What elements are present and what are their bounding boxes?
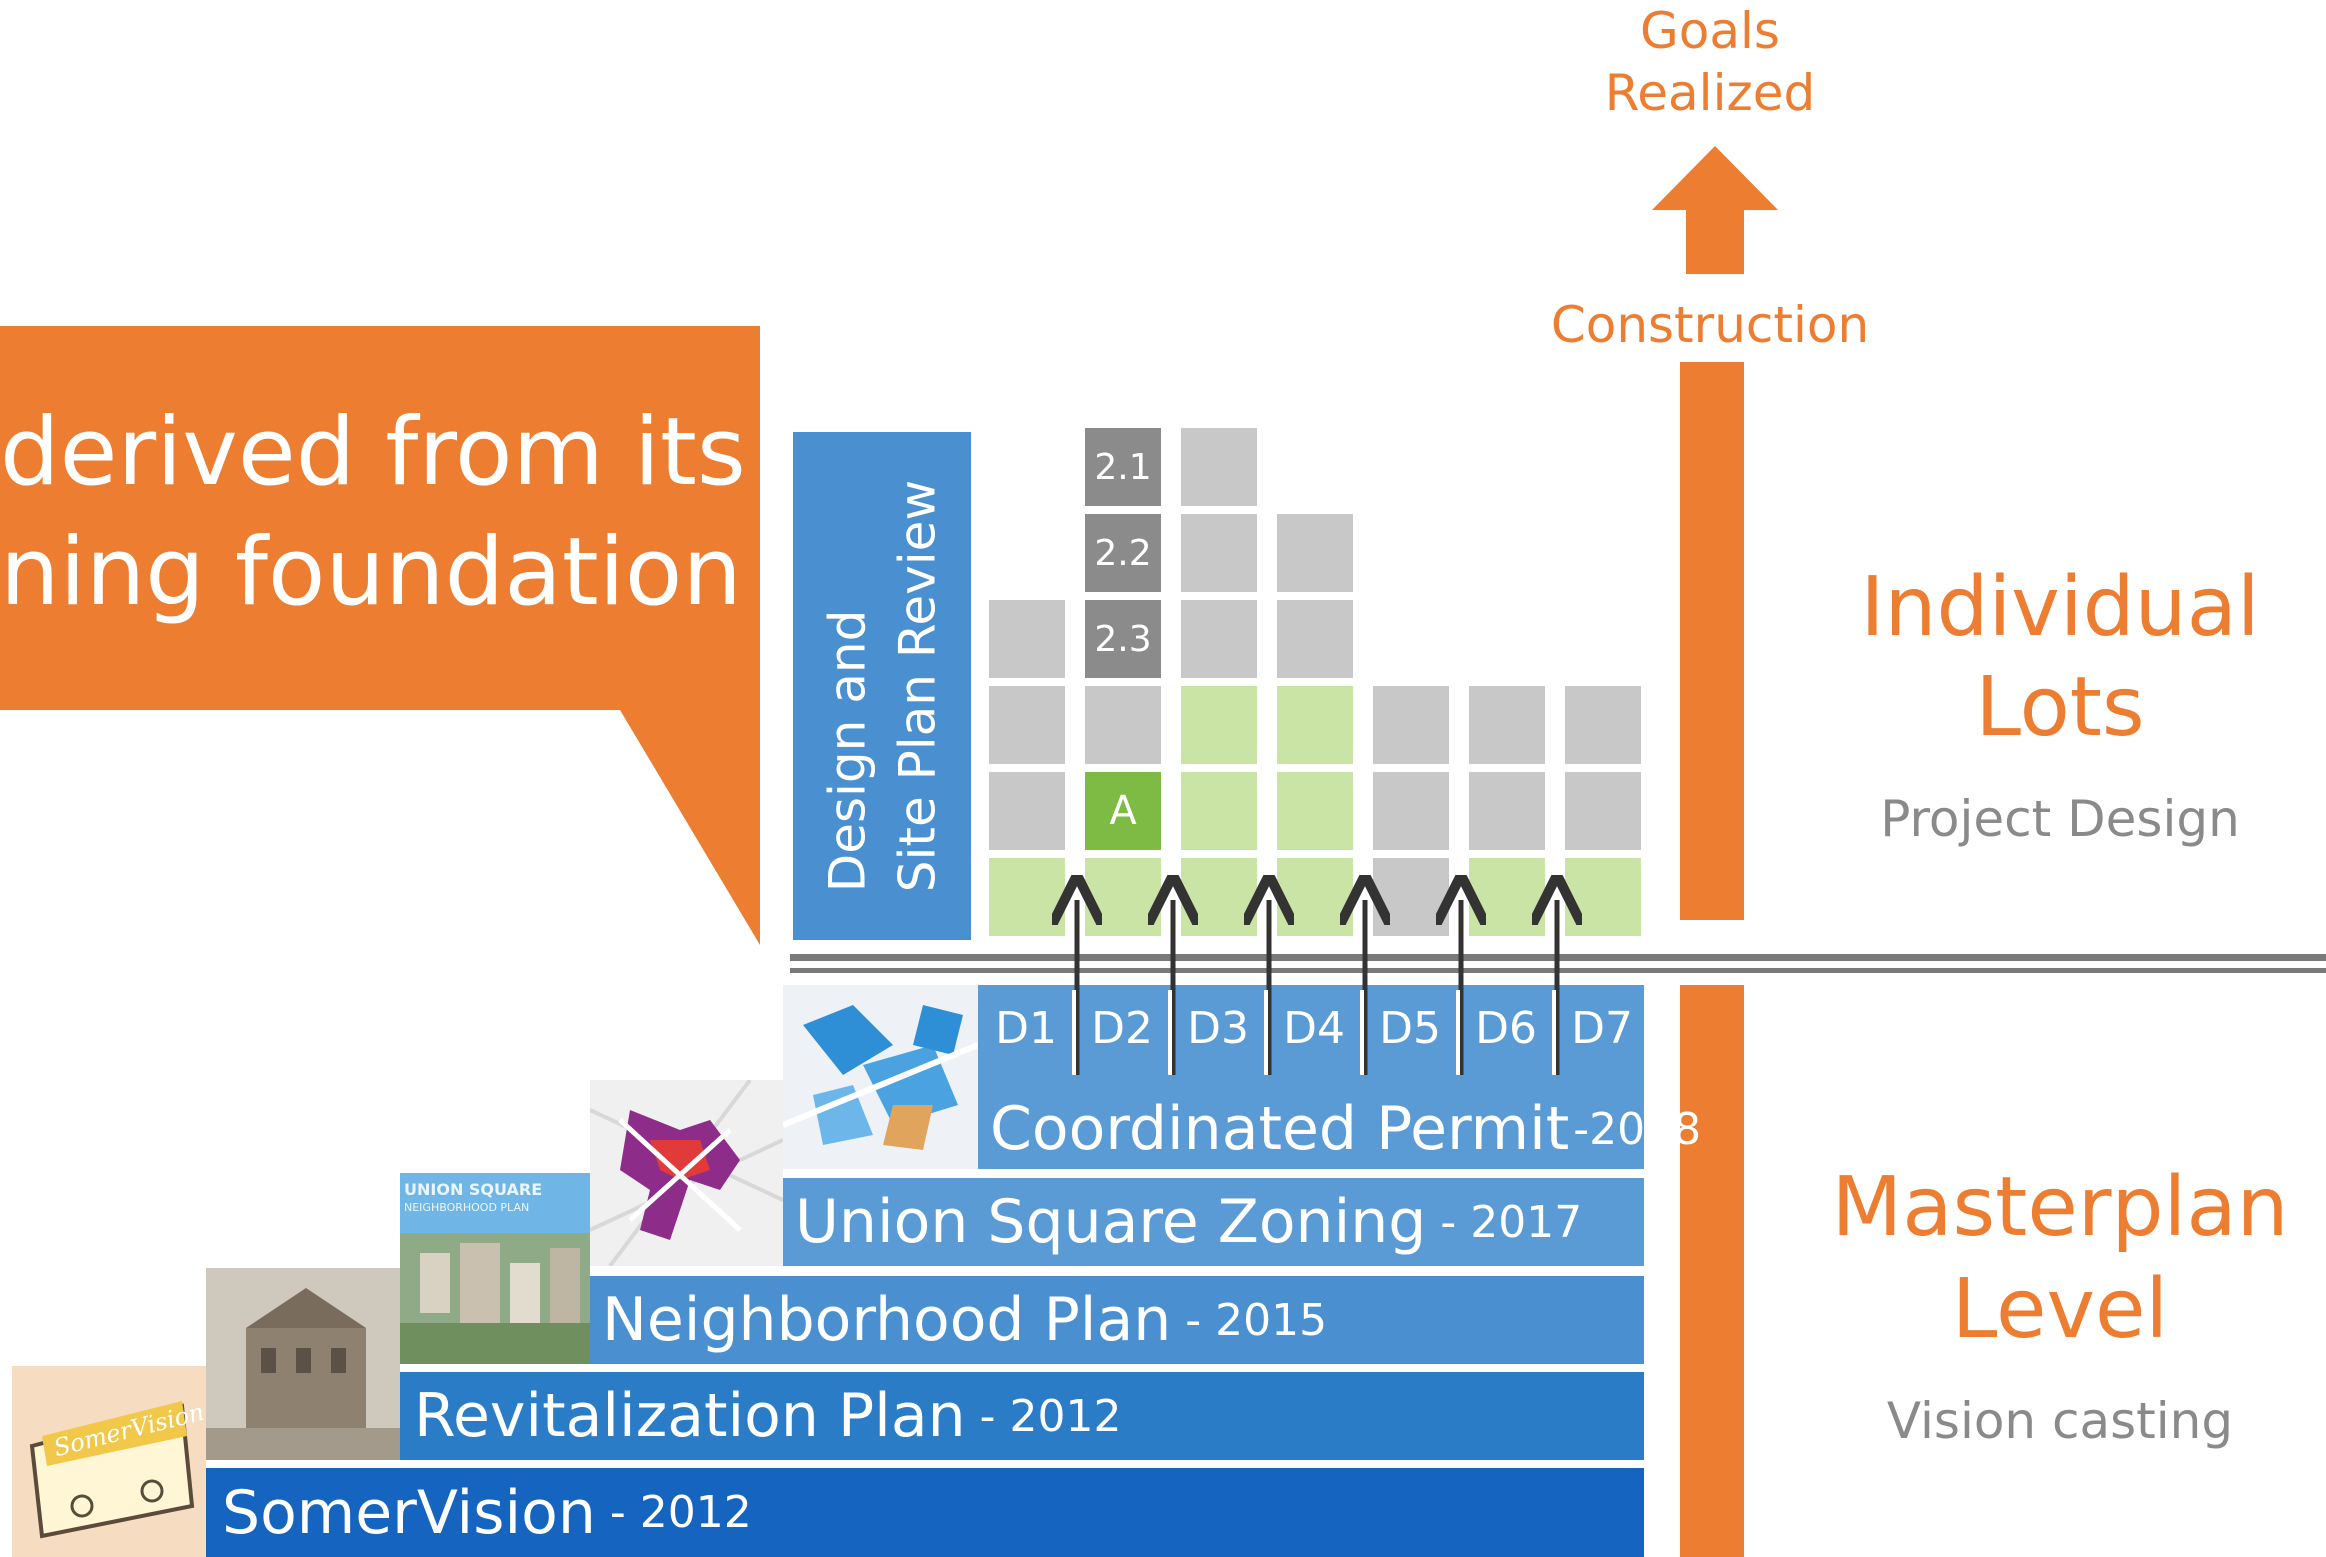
somervision-year: - 2012 (609, 1487, 752, 1538)
neighborhood-plan-name: Neighborhood Plan (602, 1285, 1172, 1355)
individual-lots-line1: Individual (1860, 560, 2260, 655)
union-square-zoning-name: Union Square Zoning (795, 1187, 1427, 1257)
revitalization-plan-name: Revitalization Plan (414, 1381, 966, 1451)
coordinated-permit-year: -2018 (1573, 1103, 1702, 1155)
coordinated-permit-name: Coordinated Permit (990, 1094, 1570, 1164)
vision-casting-label: Vision casting (1886, 1392, 2234, 1450)
goals-label-line2: Realized (1604, 64, 1816, 122)
grid-cell (1565, 772, 1641, 850)
grid-cell (1277, 686, 1353, 764)
union-square-zoning-bar: Union Square Zoning - 2017 (783, 1178, 1644, 1266)
neighborhood-plan-bar: Neighborhood Plan - 2015 (590, 1276, 1644, 1364)
individual-lots-line2: Lots (1975, 660, 2145, 755)
grid-cell (1181, 428, 1257, 506)
grid-cell (1277, 600, 1353, 678)
district-label-d3: D3 (1187, 1002, 1249, 1054)
grid-cell (989, 600, 1065, 678)
neighborhood-plan-thumbnail: UNION SQUARE NEIGHBORHOOD PLAN (400, 1173, 590, 1364)
project-design-label: Project Design (1880, 790, 2240, 848)
grid-cell (1181, 600, 1257, 678)
somervision-logo-thumbnail: SomerVision (12, 1366, 206, 1557)
grid-cell-2-2: 2.2 (1085, 514, 1161, 592)
district-label-d7: D7 (1571, 1002, 1633, 1054)
district-label-d1: D1 (995, 1002, 1057, 1054)
district-label-d4: D4 (1283, 1002, 1345, 1054)
grid-cell (1373, 772, 1449, 850)
masterplan-line1: Masterplan (1831, 1160, 2289, 1255)
grid-cell (1277, 514, 1353, 592)
somervision-name: SomerVision (222, 1477, 596, 1548)
district-label-d6: D6 (1475, 1002, 1537, 1054)
grid-cell-2-1: 2.1 (1085, 428, 1161, 506)
grid-cell (989, 772, 1065, 850)
union-square-title-band: UNION SQUARE NEIGHBORHOOD PLAN (400, 1173, 590, 1233)
grid-cell (1373, 686, 1449, 764)
union-square-title-line1: UNION SQUARE (404, 1180, 543, 1199)
grid-cell-2-3: 2.3 (1085, 600, 1161, 678)
union-square-title-line2: NEIGHBORHOOD PLAN (404, 1201, 530, 1214)
callout-text-line2: ning foundation (0, 518, 742, 627)
grid-cell (989, 686, 1065, 764)
union-square-zoning-year: - 2017 (1440, 1196, 1583, 1248)
grid-cell (1085, 686, 1161, 764)
somervision-bar: SomerVision - 2012 (206, 1468, 1644, 1557)
union-square-zoning-map-thumbnail (590, 1080, 783, 1266)
grid-cell (1181, 514, 1257, 592)
grid-cell (1277, 772, 1353, 850)
construction-label: Construction (1550, 296, 1870, 354)
revitalization-plan-thumbnail (206, 1268, 400, 1460)
neighborhood-plan-year: - 2015 (1185, 1294, 1328, 1346)
grid-cell (1181, 772, 1257, 850)
grid-cell-a: A (1085, 772, 1161, 850)
coordinated-permit-map-thumbnail (783, 985, 978, 1169)
upper-level-bar (1680, 362, 1744, 920)
callout-text-line1: derived from its (0, 398, 746, 507)
grid-cell (1181, 686, 1257, 764)
goals-label-line1: Goals (1640, 2, 1780, 60)
district-label-d2: D2 (1091, 1002, 1153, 1054)
grid-cell (1565, 686, 1641, 764)
goals-arrow (1652, 146, 1778, 274)
grid-cell (1469, 686, 1545, 764)
revitalization-plan-bar: Revitalization Plan - 2012 (400, 1372, 1644, 1460)
revitalization-plan-year: - 2012 (979, 1390, 1122, 1442)
coordinated-permit-label: Coordinated Permit -2018 (990, 1090, 1701, 1168)
coordinated-permit-block (978, 985, 1644, 1169)
masterplan-line2: Level (1951, 1262, 2169, 1357)
lower-level-bar (1680, 985, 1744, 1557)
district-label-d5: D5 (1379, 1002, 1441, 1054)
review-label-box (793, 432, 971, 940)
grid-cell (1469, 772, 1545, 850)
